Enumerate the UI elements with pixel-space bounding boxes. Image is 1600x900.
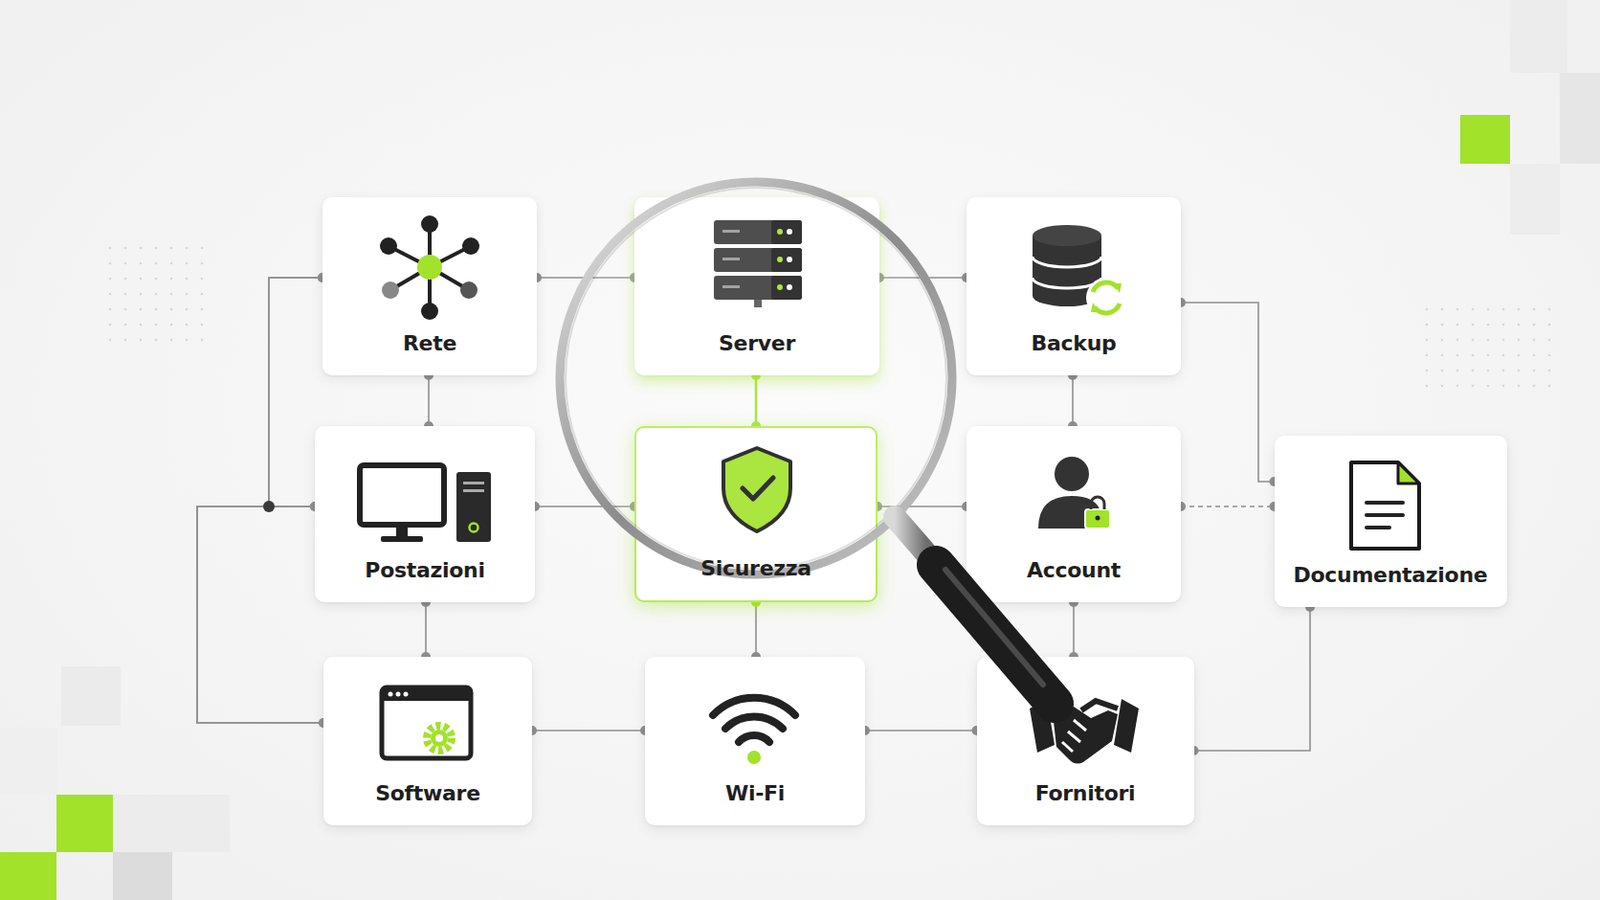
topic-card: Postazioni [314,425,535,602]
topic-card: Wi-Fi [644,656,866,825]
backup-database-icon [1032,224,1127,318]
shield-icon [723,447,791,532]
connector [530,501,640,512]
software-window-icon [381,687,471,758]
topic-card: Documentazione [1274,435,1508,607]
server-icon [713,220,802,308]
card-label: Software [375,780,481,806]
card-label: Backup [1031,331,1117,356]
connector [1189,601,1316,756]
card-label: Rete [402,331,457,356]
document-icon [1351,462,1420,549]
card-label: Wi-Fi [725,780,785,806]
card-label: Postazioni [364,557,485,583]
card-label: Sicurezza [700,555,812,581]
handshake-icon [1029,698,1139,764]
connector [872,501,972,512]
connector [1176,501,1280,512]
connector [421,597,431,662]
connector [423,370,434,431]
wifi-icon [712,697,796,764]
topic-card: Software [323,656,533,825]
connector [1176,297,1280,487]
connector [1068,597,1079,662]
connector [532,272,640,283]
connector [527,725,650,735]
connector [197,501,329,728]
connector [1067,370,1078,431]
workstation-icon [359,465,491,542]
connector [874,272,972,283]
topic-card: Server [634,197,880,376]
magnifier [559,181,1055,704]
connector [751,597,761,662]
card-label: Account [1026,557,1121,583]
card-label: Documentazione [1293,562,1489,588]
card-label: Fornitori [1035,780,1136,806]
topic-card: Backup [966,197,1181,376]
topic-card: Rete [322,197,537,376]
topic-card: Account [966,425,1181,602]
topic-card: Sicurezza [634,425,878,602]
connector [860,725,982,735]
topic-card: Fornitori [977,656,1195,825]
account-lock-icon [1038,456,1111,529]
connector [751,370,761,431]
card-label: Server [718,331,796,356]
junction-dot [263,500,275,512]
connector [197,272,329,728]
network-icon [379,215,480,320]
